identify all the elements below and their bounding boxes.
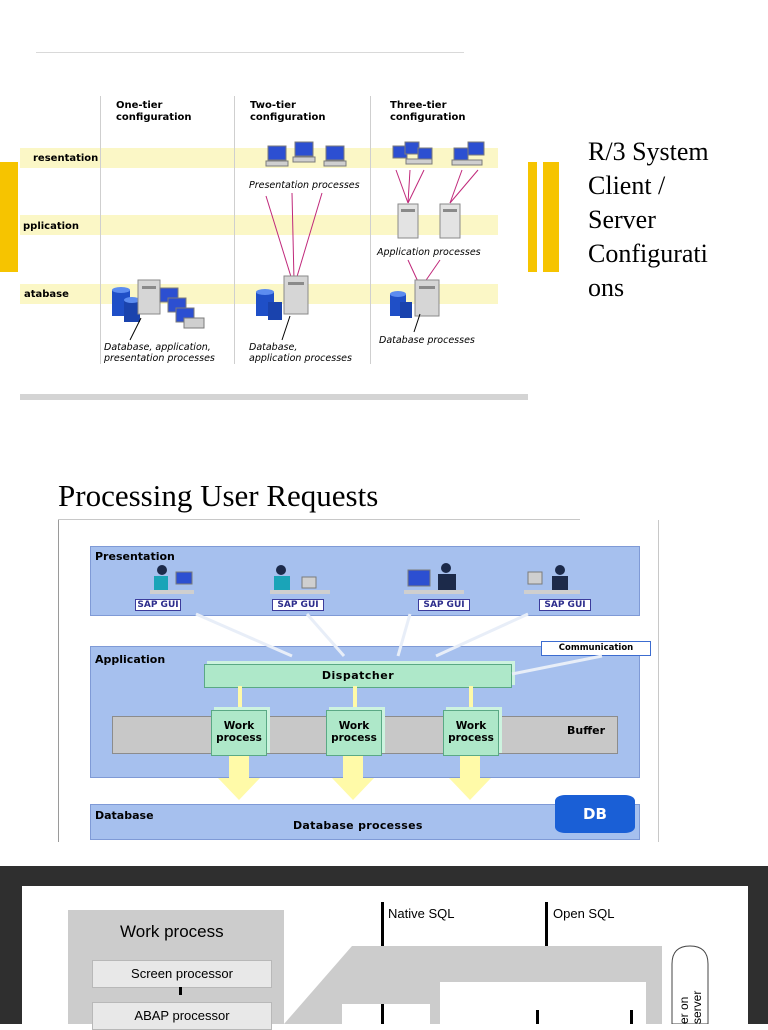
open-sql-line [545, 902, 548, 980]
communication-box: Communication [541, 641, 651, 656]
sap-gui-1: SAP GUI [135, 599, 181, 611]
communication-label: Communication [558, 643, 634, 653]
work-process-title: Work process [120, 922, 224, 941]
row-label-database: atabase [24, 289, 69, 300]
work-process-3-label: Work process [448, 720, 494, 744]
dispatcher-box: Dispatcher [204, 664, 512, 688]
tier-illustrations [112, 141, 485, 341]
two-tier-database-icon [256, 289, 282, 320]
down-arrow-1 [218, 756, 260, 800]
two-tier-pc-icons [265, 141, 347, 167]
abap-processor-label: ABAP processor [134, 1008, 230, 1023]
db-cylinder-icon: DB [555, 795, 635, 833]
processor-connector [179, 987, 182, 995]
work-process-2: Work process [326, 710, 382, 756]
user-icon-1 [150, 565, 194, 594]
dispatcher-label: Dispatcher [321, 669, 395, 682]
frame-left-rule [58, 520, 59, 842]
sap-gui-2: SAP GUI [272, 599, 324, 611]
work-process-3: Work process [443, 710, 499, 756]
one-tier-pc-stack-icon [159, 287, 205, 329]
row-label-presentation: resentation [33, 153, 99, 164]
caption-three-tier-app: Application processes [377, 247, 481, 258]
frame-right-rule [658, 520, 659, 842]
caption-two-tier-presentation: Presentation processes [249, 180, 360, 191]
connector-wp3 [469, 686, 473, 708]
column-title-one-tier: One-tier configuration [116, 100, 192, 123]
connector-wp1 [238, 686, 242, 708]
database-panel: Database Database processes DB [90, 795, 640, 840]
three-tier-pc-icons [392, 141, 485, 166]
application-label: Application [95, 653, 166, 666]
presentation-label: Presentation [95, 550, 175, 563]
row-label-application: pplication [23, 221, 80, 232]
connector-wp2 [353, 686, 357, 708]
screen-processor-label: Screen processor [131, 966, 233, 981]
caption-one-tier: Database, application, presentation proc… [104, 342, 215, 364]
user-icon-3 [404, 563, 464, 594]
user-icon-2 [270, 565, 330, 594]
top-rule [36, 52, 464, 53]
bottom-rule [20, 394, 528, 400]
work-process-1: Work process [211, 710, 267, 756]
column-divider-1 [100, 96, 101, 364]
side-title: R/3 System Client / Server Configurati o… [588, 137, 709, 302]
three-tier-db-server-icon [414, 279, 440, 317]
accent-bar-left [0, 162, 18, 272]
workprocess-canvas: Work process Screen processor ABAP proce… [22, 886, 748, 1030]
section-work-process: Work process Screen processor ABAP proce… [0, 866, 768, 1030]
column-title-three-tier: Three-tier configuration [390, 100, 466, 123]
database-label: Database [95, 809, 154, 822]
two-tier-links [265, 192, 323, 281]
down-arrow-3 [449, 756, 491, 800]
native-sql-label: Native SQL [388, 906, 455, 921]
sap-gui-4: SAP GUI [539, 599, 591, 611]
screen-processor-box: Screen processor [92, 960, 272, 988]
title-rule [58, 519, 580, 520]
database-processes-label: Database processes [293, 819, 423, 832]
native-sql-line [381, 902, 384, 972]
down-arrow-2 [332, 756, 374, 800]
three-tier-links-upper [395, 169, 479, 204]
gui-dispatcher-arrows [195, 612, 603, 676]
one-tier-database-icon [112, 287, 140, 322]
accent-bar-right-2 [543, 162, 559, 272]
three-tier-database-icon [390, 291, 412, 318]
buffer-label: Buffer [567, 724, 606, 737]
user-icon-4 [524, 565, 580, 594]
interface-shape [284, 945, 709, 1024]
accent-bar-right-1 [528, 162, 537, 272]
presentation-band [20, 148, 498, 168]
column-divider-3 [370, 96, 371, 364]
sap-gui-3: SAP GUI [418, 599, 470, 611]
figure-frame: resentation pplication atabase One-tier … [20, 48, 528, 401]
db-label: DB [583, 805, 607, 823]
side-vertical-text: er on server [677, 990, 704, 1024]
caption-three-tier-db: Database processes [379, 335, 475, 346]
open-sql-label: Open SQL [553, 906, 615, 921]
column-divider-2 [234, 96, 235, 364]
two-tier-server-icon [283, 275, 309, 315]
section-title: Processing User Requests [58, 478, 379, 513]
column-title-two-tier: Two-tier configuration [250, 100, 326, 123]
application-band [20, 215, 498, 235]
work-process-1-label: Work process [216, 720, 262, 744]
work-process-2-label: Work process [331, 720, 377, 744]
caption-two-tier-db: Database, application processes [249, 342, 352, 364]
three-tier-app-server-icons [397, 203, 461, 239]
